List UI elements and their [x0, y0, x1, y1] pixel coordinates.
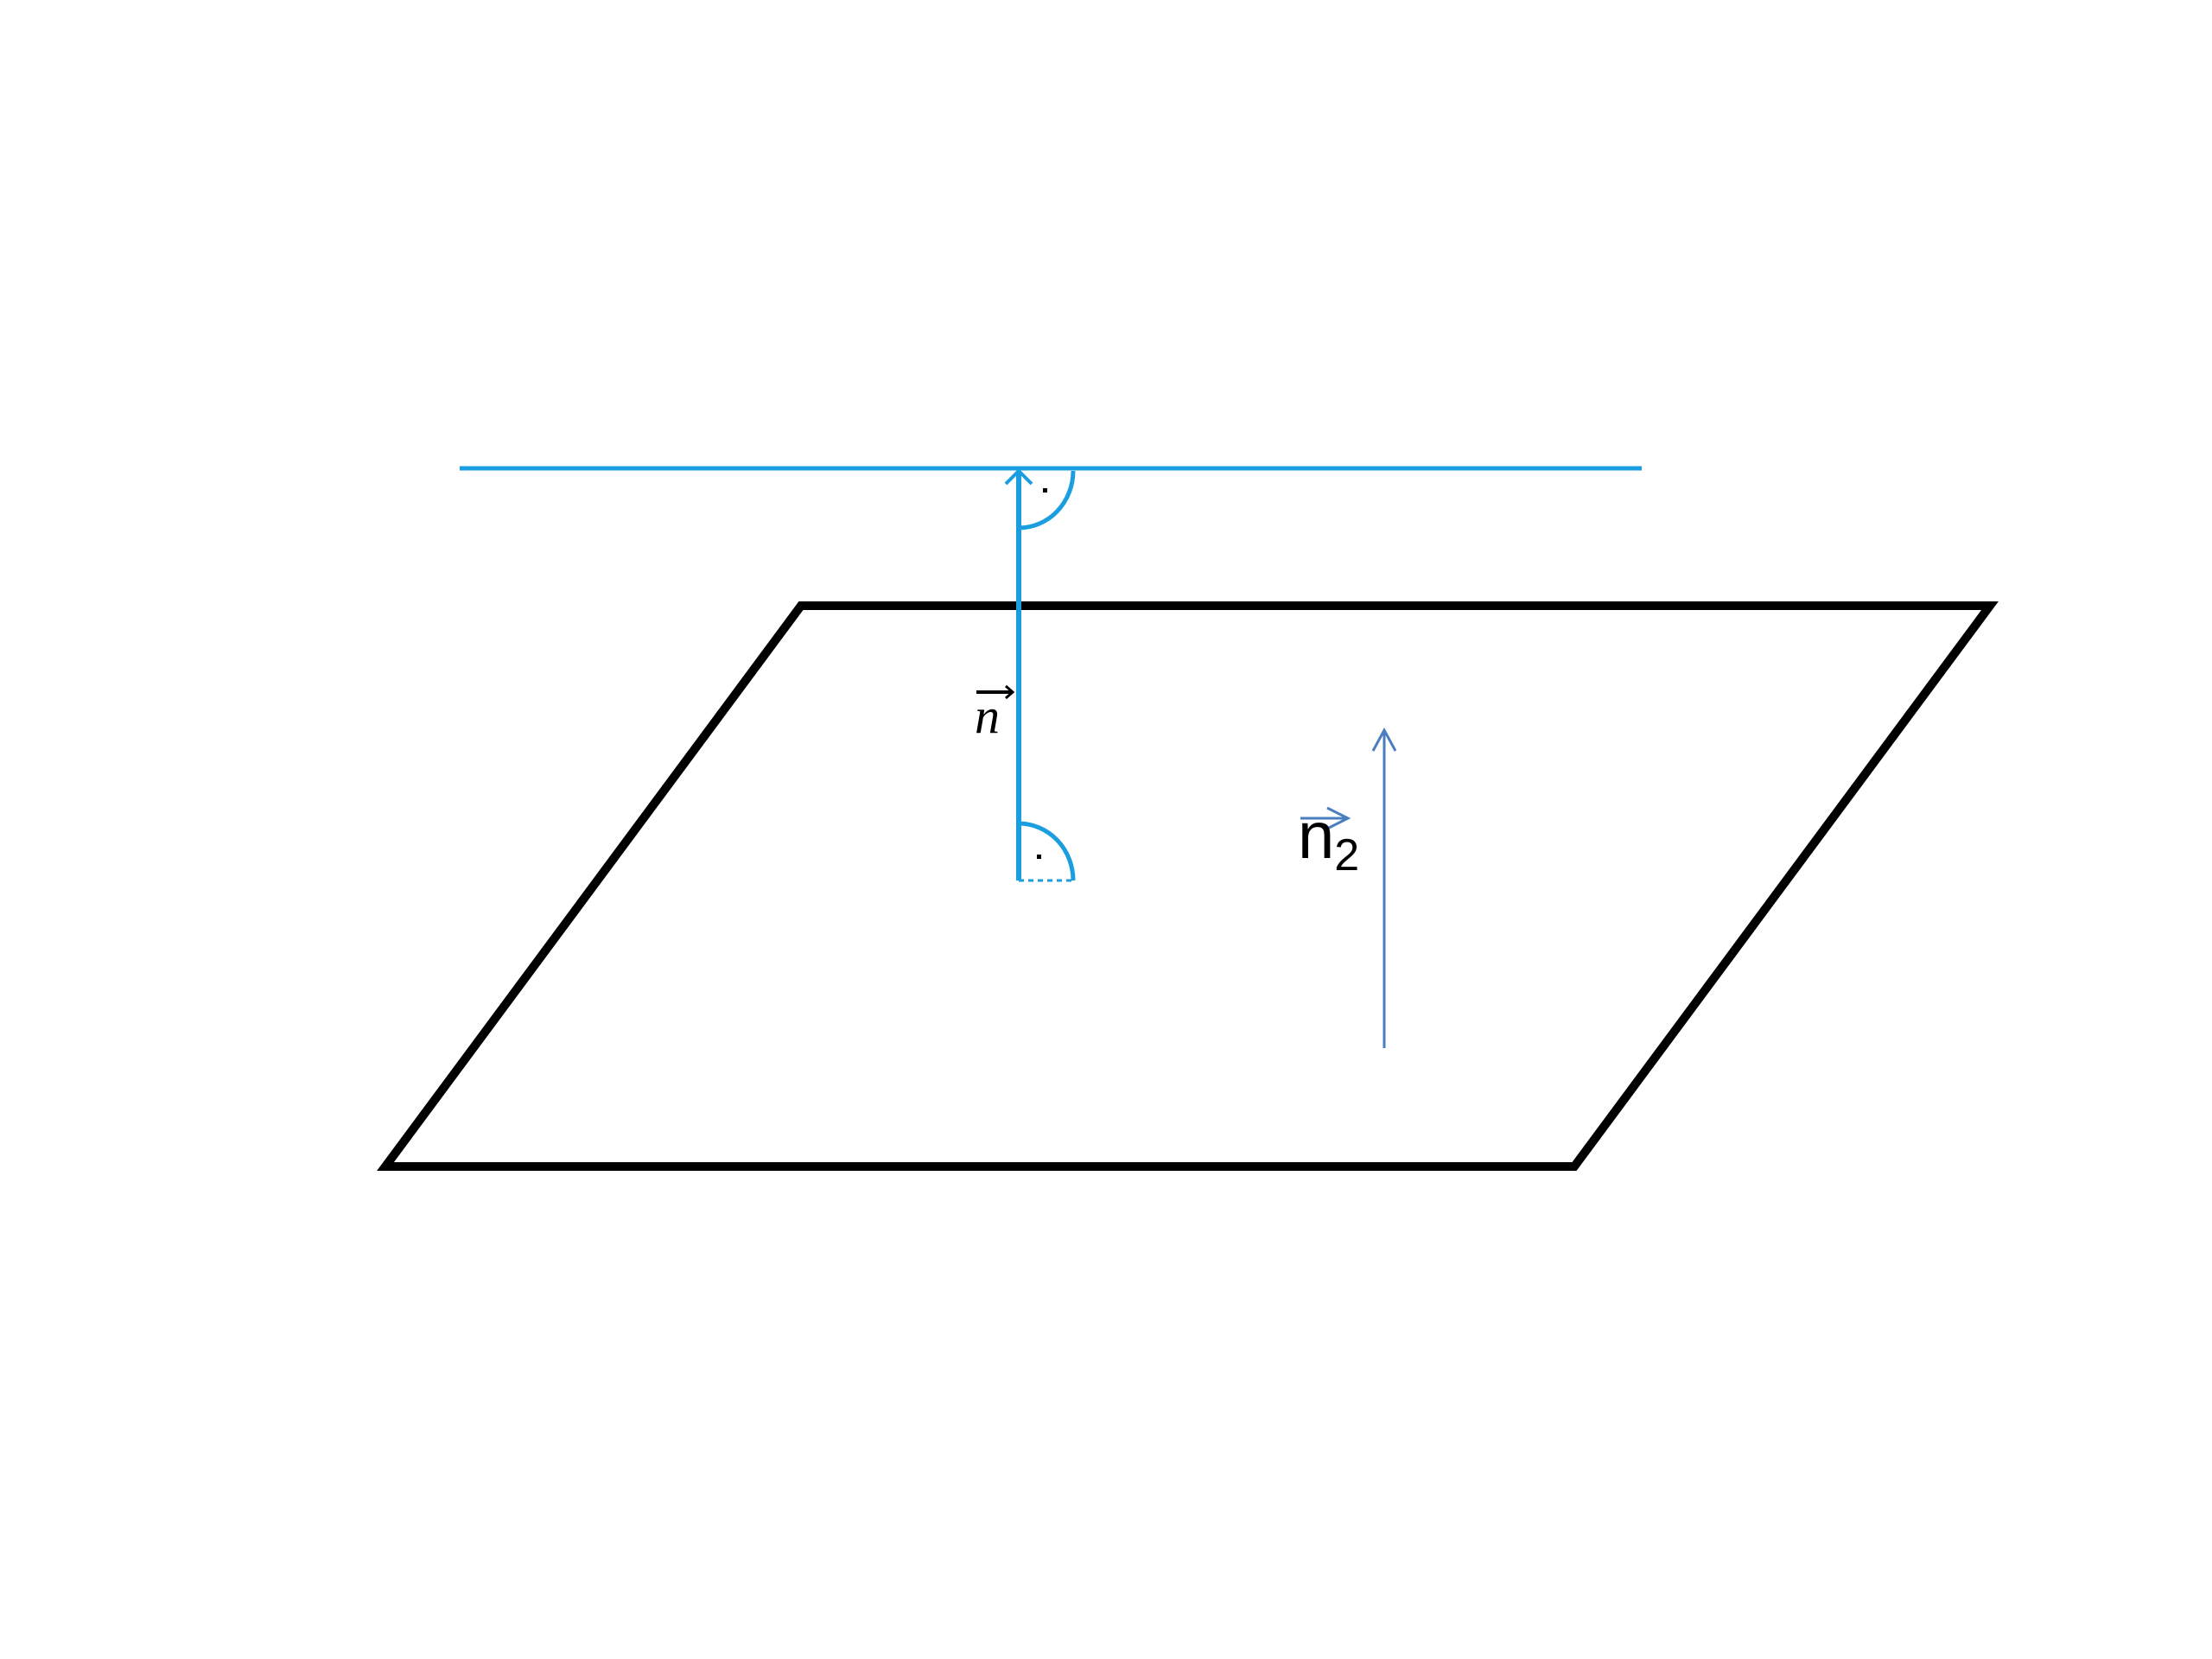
normal-vector-2-label: n2 [1298, 804, 1359, 888]
n2-letter: n [1298, 799, 1335, 873]
plane-parallelogram [377, 601, 1999, 1171]
right-angle-marker-top [1018, 470, 1076, 531]
right-angle-marker-bottom [1018, 821, 1076, 881]
arrowhead-n-icon [1004, 468, 1033, 486]
n-label-arrowhead-icon [1005, 684, 1015, 700]
right-angle-dot-bottom [1037, 855, 1041, 859]
n2-label-arrowhead-icon [1326, 806, 1351, 830]
normal-vector-label: n [975, 688, 1000, 744]
n2-subscript: 2 [1334, 830, 1360, 880]
arrowhead-n2-icon [1371, 727, 1397, 752]
right-angle-dot-top [1043, 488, 1047, 493]
